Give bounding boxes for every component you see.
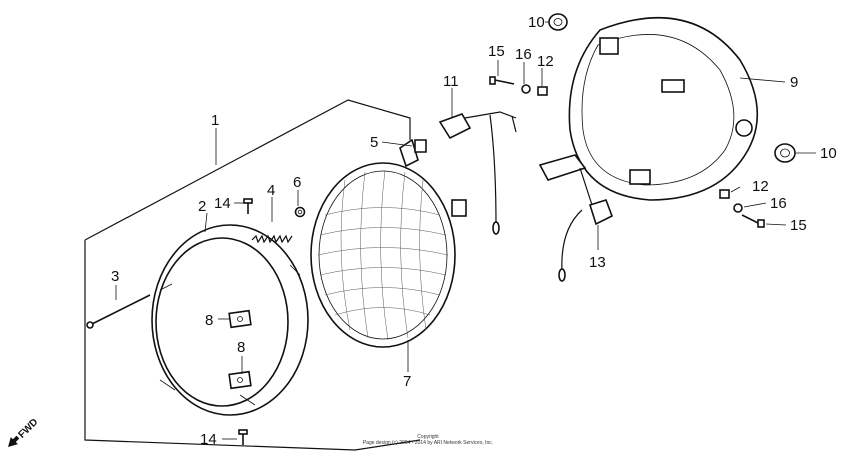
callout-10-upper: 10 [528, 14, 545, 31]
clip-nut-lower [228, 370, 252, 390]
callout-2: 2 [198, 198, 206, 215]
callout-16-upper: 16 [515, 46, 532, 63]
washer-upper [521, 84, 531, 94]
socket-harness-13 [538, 154, 614, 282]
callout-12-upper: 12 [537, 53, 554, 70]
callout-4: 4 [267, 182, 275, 199]
leader-lines [115, 21, 816, 440]
callout-13: 13 [589, 254, 606, 271]
callout-12-lower: 12 [752, 178, 769, 195]
small-screw-top [243, 198, 253, 214]
copyright-line-2: Page design (c) 2004 - 2014 by ARI Netwo… [363, 440, 493, 446]
headlight-case [568, 17, 759, 201]
callout-6: 6 [293, 174, 301, 191]
callout-8-upper: 8 [205, 312, 213, 329]
mounting-screw [86, 294, 151, 329]
callout-8-lower: 8 [237, 339, 245, 356]
callout-9: 9 [790, 74, 798, 91]
collar-upper [548, 13, 568, 31]
bolt-upper [489, 76, 515, 85]
callout-11: 11 [443, 73, 459, 90]
copyright-line-1: Copyright [417, 434, 439, 440]
fwd-indicator: FWD [8, 417, 40, 447]
callout-7: 7 [403, 373, 411, 390]
callout-10-lower: 10 [820, 145, 837, 162]
washer-lower [733, 203, 743, 213]
callout-14-upper: 14 [214, 195, 231, 212]
callout-15-upper: 15 [488, 43, 505, 60]
callout-16-lower: 16 [770, 195, 787, 212]
bracket-5 [414, 139, 427, 153]
socket-harness-11 [438, 111, 517, 235]
callout-5: 5 [370, 134, 378, 151]
adjusting-spring [251, 234, 293, 244]
bolt-lower [741, 214, 765, 228]
assembly-outline [84, 99, 411, 241]
collar-lower [774, 143, 796, 163]
callout-3: 3 [111, 268, 119, 285]
nut-lower [719, 189, 730, 199]
nut-6 [294, 206, 306, 218]
sealed-beam-unit [310, 138, 467, 348]
fwd-arrow-icon [8, 435, 20, 447]
fwd-label: FWD [16, 417, 40, 441]
assembly-outline-lower [84, 240, 421, 451]
small-screw-bottom [238, 429, 248, 445]
clip-nut-upper [228, 309, 252, 329]
callout-15-lower: 15 [790, 217, 807, 234]
callout-14-lower: 14 [200, 431, 217, 448]
callout-1: 1 [211, 112, 219, 129]
nut-upper [537, 86, 548, 96]
